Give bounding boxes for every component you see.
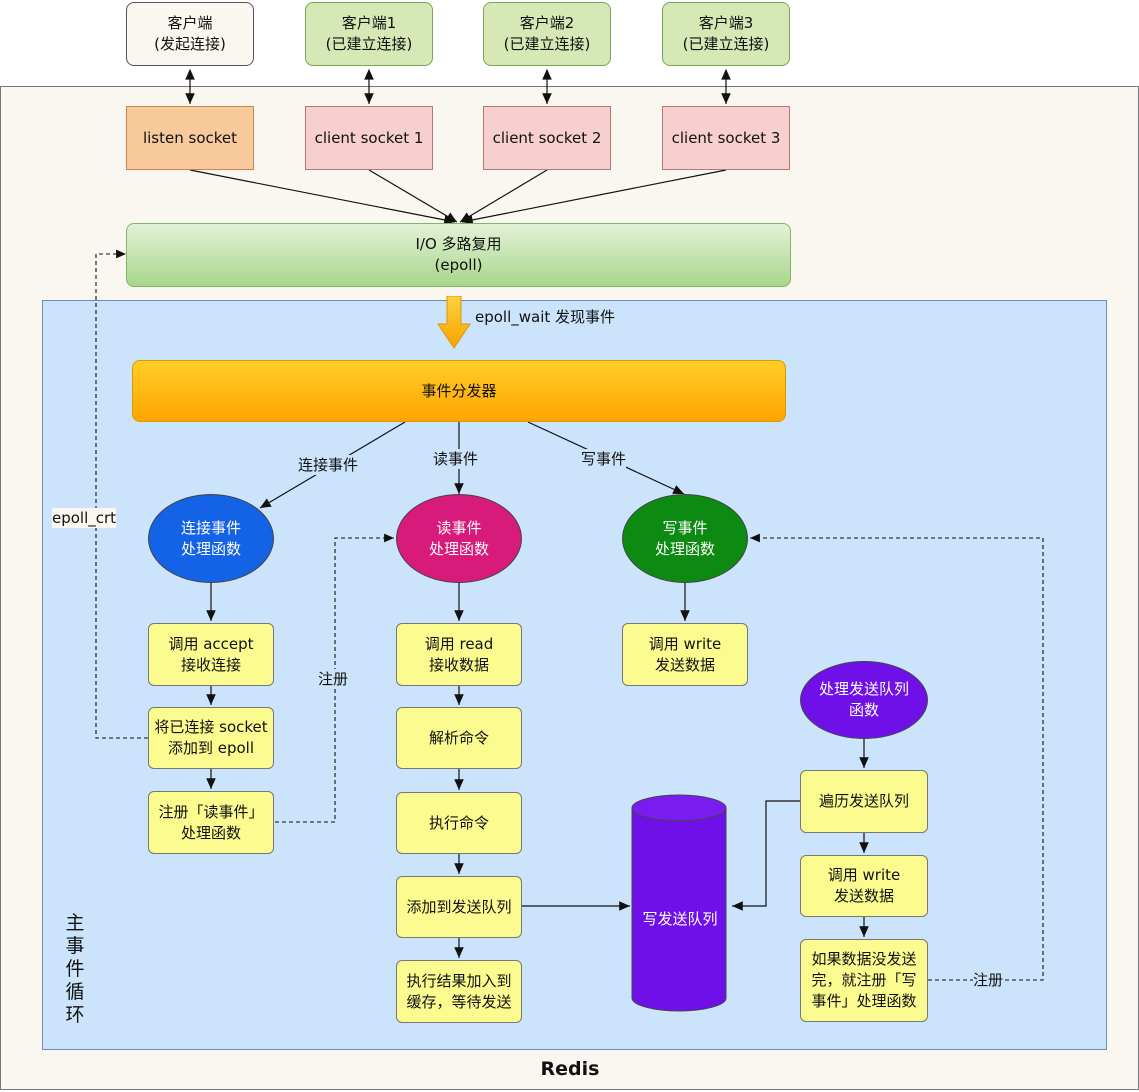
edge-label-epoll-ctl: epoll_crt (52, 508, 117, 528)
link-epoll-ctl (95, 249, 148, 739)
client-socket-2: client socket 2 (483, 106, 611, 170)
main-loop-label: 主 事 件 循 环 (65, 912, 85, 1026)
listen-socket: listen socket (126, 106, 254, 170)
queue-step-write: 调用 write 发送数据 (800, 855, 928, 917)
connect-step-accept: 调用 accept 接收连接 (148, 623, 274, 686)
read-handler: 读事件 处理函数 (396, 494, 522, 583)
edge-label-register-read: 注册 (318, 669, 349, 689)
epoll-wait-label: epoll_wait 发现事件 (475, 308, 616, 326)
client-3: 客户端3 (已建立连接) (662, 2, 790, 66)
send-queue-cylinder (631, 794, 727, 1012)
read-step-parse: 解析命令 (396, 707, 522, 769)
queue-step-iterate: 遍历发送队列 (800, 770, 928, 833)
read-step-add-queue: 添加到发送队列 (396, 876, 522, 938)
send-queue-label: 写发送队列 (642, 910, 718, 928)
link-cs2-io (459, 169, 548, 223)
read-step-read: 调用 read 接收数据 (396, 623, 522, 686)
write-handler: 写事件 处理函数 (622, 494, 748, 583)
client-socket-1: client socket 1 (305, 106, 433, 170)
event-dispatcher: 事件分发器 (132, 360, 786, 422)
redis-label: Redis (540, 1058, 600, 1080)
connect-step-add-epoll: 将已连接 socket 添加到 epoll (148, 707, 274, 769)
edge-label-connect-event: 连接事件 (298, 455, 359, 475)
link-register-read (275, 533, 394, 823)
edge-label-write-event: 写事件 (581, 449, 627, 469)
link-iterate-queue (732, 800, 800, 911)
client-1: 客户端1 (已建立连接) (305, 2, 433, 66)
client-2: 客户端2 (已建立连接) (483, 2, 611, 66)
client-connecting: 客户端 (发起连接) (126, 2, 254, 66)
write-step-write: 调用 write 发送数据 (622, 623, 748, 686)
io-multiplexing: I/O 多路复用 (epoll) (126, 223, 791, 287)
edge-label-read-event: 读事件 (433, 449, 479, 469)
link-cs1-io (368, 169, 458, 223)
send-queue-handler: 处理发送队列 函数 (800, 661, 928, 739)
edge-label-register-write: 注册 (973, 970, 1004, 990)
connect-handler: 连接事件 处理函数 (148, 494, 274, 583)
read-step-execute: 执行命令 (396, 792, 522, 854)
client-socket-3: client socket 3 (662, 106, 790, 170)
connect-step-register-read: 注册「读事件」 处理函数 (148, 791, 274, 854)
epoll-wait-arrow-icon (437, 296, 471, 349)
link-listen-io (189, 169, 456, 225)
link-cs3-io (461, 169, 727, 225)
queue-step-register-write: 如果数据没发送 完，就注册「写 事件」处理函数 (800, 939, 928, 1022)
read-step-cache: 执行结果加入到 缓存，等待发送 (396, 960, 522, 1023)
